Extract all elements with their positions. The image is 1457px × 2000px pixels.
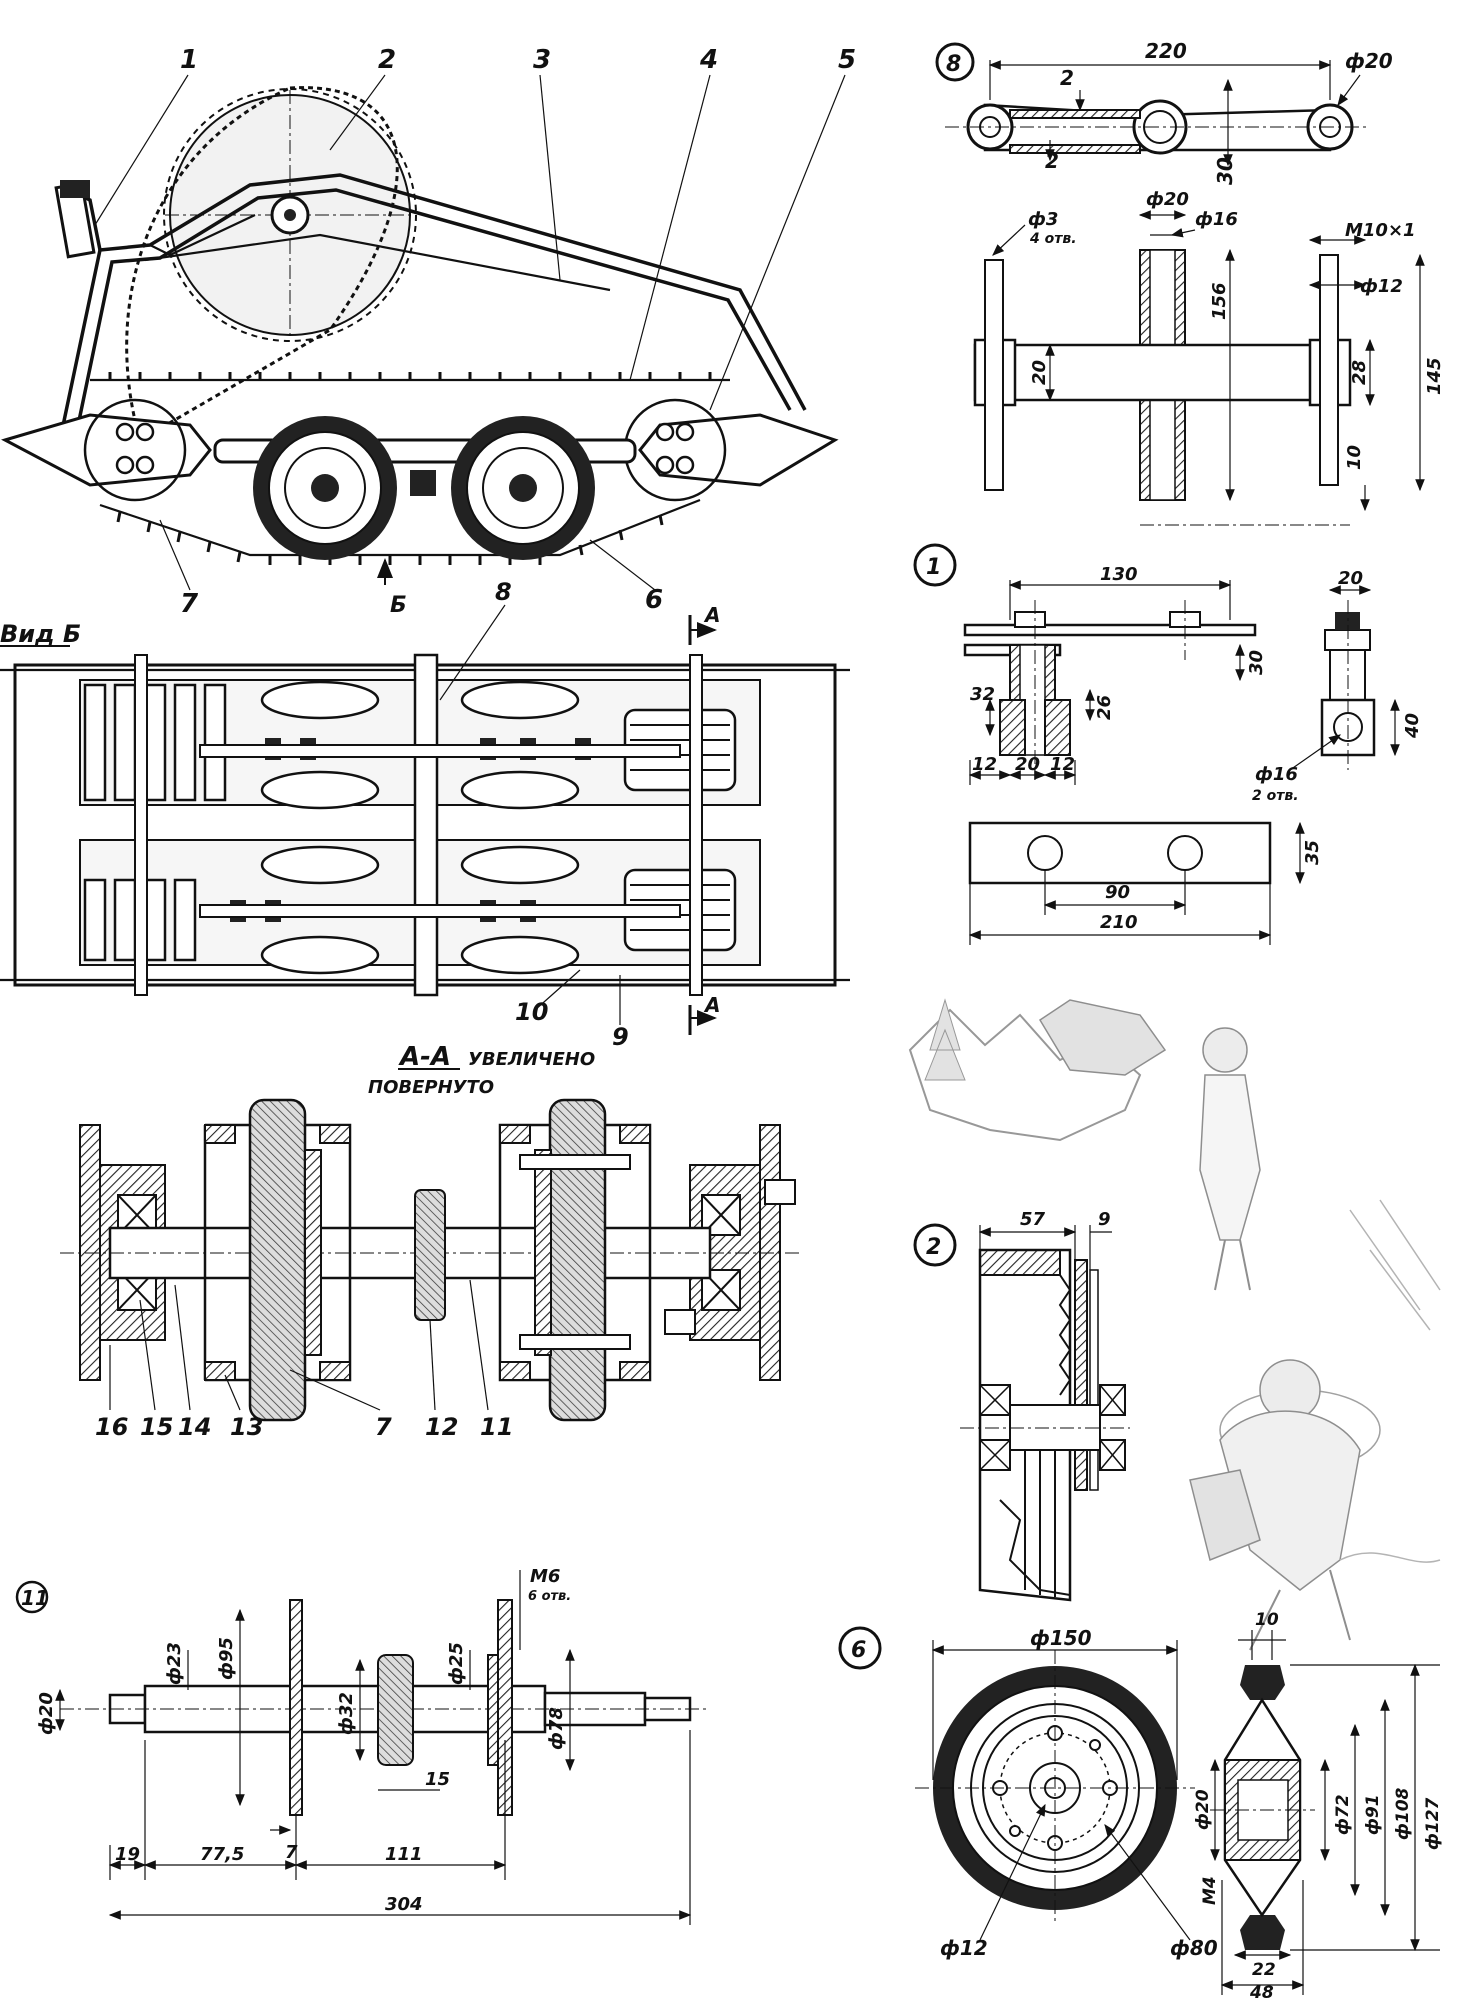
dim-12-left: 12 [972, 754, 997, 775]
dim-210: 210 [1100, 912, 1138, 933]
callout-12: 12 [425, 1413, 458, 1441]
dim-19: 19 [115, 1844, 140, 1865]
dim-111: 111 [385, 1844, 423, 1865]
part-11-number: 11 [21, 1586, 49, 1610]
section-a-a: А-А УВЕЛИЧЕНО ПОВЕРНУТО [60, 1042, 800, 1441]
dim-35: 35 [1302, 840, 1323, 865]
dim-d95: ф95 [216, 1637, 237, 1680]
dim-d20-front: ф20 [1146, 189, 1189, 210]
part-8-number: 8 [946, 52, 961, 77]
callout-16: 16 [95, 1413, 128, 1441]
dim-304: 304 [385, 1894, 423, 1915]
section-marker-top: A [703, 603, 720, 627]
dim-30: 30 [1213, 157, 1237, 185]
top-view-b: Вид Б [0, 578, 850, 1051]
dim-10: 10 [1344, 445, 1365, 470]
dim-d20-wheel: ф20 [1193, 1789, 1213, 1830]
section-subtitle-enlarged: УВЕЛИЧЕНО [468, 1049, 595, 1070]
view-b-title: Вид Б [0, 620, 81, 648]
dim-48: 48 [1249, 1983, 1274, 2000]
dim-12-right: 12 [1050, 754, 1075, 775]
callout-15: 15 [140, 1413, 173, 1441]
callout-4: 4 [699, 45, 718, 75]
part-2-pulley: 2 57 9 [913, 1209, 1130, 1602]
dim-d150: ф150 [1030, 1626, 1092, 1650]
dim-wall-2b: 2 [1045, 149, 1059, 173]
dim-d80: ф80 [1170, 1936, 1218, 1960]
section-marker-bottom: A [703, 993, 720, 1017]
dim-10-wheel: 10 [1255, 1610, 1279, 1630]
dim-4-holes: 4 отв. [1029, 231, 1077, 247]
callout-11: 11 [480, 1413, 513, 1441]
dim-m10x1: M10×1 [1345, 220, 1416, 241]
dim-90: 90 [1105, 882, 1130, 903]
part-1-number: 1 [926, 555, 941, 580]
dim-6-holes: 6 отв. [528, 1589, 571, 1604]
callout-7-section: 7 [375, 1413, 392, 1441]
dim-77-5: 77,5 [200, 1844, 244, 1865]
dim-d32: ф32 [336, 1692, 357, 1735]
view-arrow-label: Б [390, 593, 407, 618]
dim-26: 26 [1094, 695, 1115, 720]
dim-20-p1: 20 [1015, 754, 1040, 775]
dim-d12-wheel: ф12 [940, 1936, 988, 1960]
part-6-wheel: 6 ф150 ф12 ф80 [838, 1610, 1443, 2000]
dim-d20-top: ф20 [1345, 49, 1393, 73]
dim-m4: M4 [1200, 1876, 1220, 1905]
dim-d16-p1: ф16 [1255, 764, 1298, 785]
dim-d3: ф3 [1028, 209, 1058, 230]
dim-28: 28 [1349, 360, 1370, 385]
callout-2: 2 [378, 45, 396, 75]
dim-d108: ф108 [1393, 1787, 1413, 1840]
dim-15: 15 [425, 1769, 450, 1790]
dim-30-p1: 30 [1246, 650, 1267, 675]
part-2-number: 2 [926, 1235, 941, 1260]
dim-156: 156 [1209, 282, 1230, 320]
section-title: А-А [398, 1042, 451, 1072]
callout-10: 10 [515, 998, 548, 1026]
road-wheel-6 [253, 416, 595, 560]
dim-32: 32 [970, 684, 995, 705]
dim-d78: ф78 [546, 1707, 567, 1750]
dim-wall-2: 2 [1060, 66, 1074, 90]
dim-40: 40 [1402, 713, 1423, 739]
dim-7: 7 [285, 1842, 298, 1863]
callout-13: 13 [230, 1413, 263, 1441]
axle-8 [413, 653, 439, 997]
callout-7: 7 [180, 589, 199, 619]
illustration-sketches [908, 998, 1441, 1651]
dim-57: 57 [1020, 1209, 1046, 1230]
callout-6: 6 [645, 585, 663, 615]
part-11-shaft: 11 [15, 1566, 710, 1925]
dim-d16: ф16 [1195, 209, 1238, 230]
dim-22: 22 [1252, 1960, 1276, 1980]
dim-d91: ф91 [1363, 1794, 1383, 1835]
main-side-view: 1 2 3 4 5 6 7 Б [1, 45, 856, 619]
part-1-bracket: 1 130 30 32 26 12 20 12 [913, 543, 1423, 945]
dim-d20: ф20 [36, 1692, 57, 1735]
dim-d72: ф72 [1333, 1794, 1353, 1835]
dim-2-holes: 2 отв. [1252, 788, 1299, 804]
callout-1: 1 [180, 45, 198, 75]
callout-14: 14 [178, 1413, 211, 1441]
dim-d23: ф23 [164, 1642, 185, 1685]
dim-145: 145 [1424, 357, 1445, 395]
dim-9: 9 [1098, 1209, 1111, 1230]
callout-5: 5 [838, 45, 856, 75]
part-6-number: 6 [851, 1638, 866, 1663]
dim-20-front: 20 [1029, 360, 1050, 385]
callout-3: 3 [533, 45, 551, 75]
callout-8: 8 [495, 578, 512, 606]
dim-d12: ф12 [1360, 276, 1403, 297]
callout-9: 9 [612, 1023, 629, 1051]
part-8-lever: 8 220 2 ф20 2 30 [935, 39, 1445, 526]
dim-20-side: 20 [1338, 568, 1363, 589]
dim-d127: ф127 [1423, 1797, 1443, 1850]
dim-130: 130 [1100, 564, 1138, 585]
dim-d25: ф25 [446, 1642, 467, 1685]
dim-m6: M6 [530, 1566, 560, 1587]
dim-220: 220 [1145, 39, 1187, 63]
section-subtitle-rotated: ПОВЕРНУТО [368, 1077, 494, 1098]
